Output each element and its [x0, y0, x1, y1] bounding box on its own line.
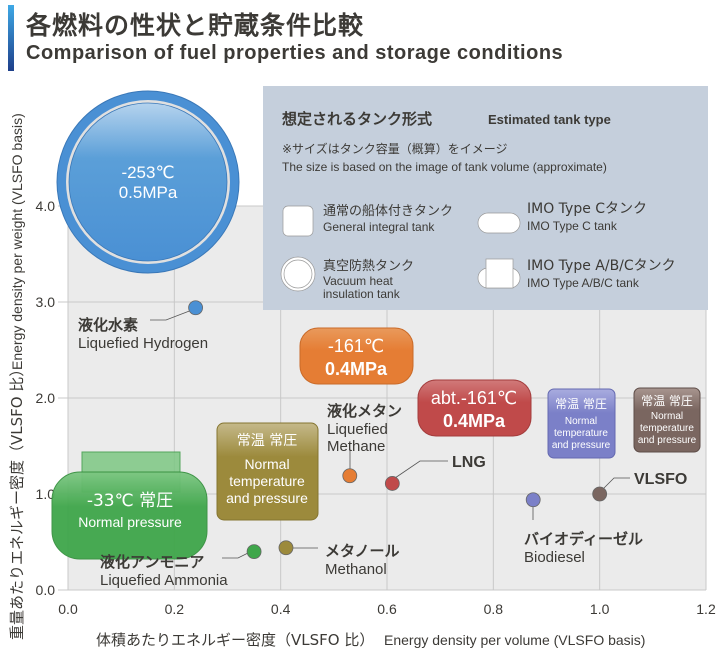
data-point-biodiesel — [525, 492, 541, 508]
tank-label: -33℃ 常圧 — [87, 491, 173, 511]
tank-label: 0.4MPa — [443, 411, 506, 431]
point-label-jp: 液化アンモニア — [100, 553, 204, 571]
tank-label: and pressure — [226, 490, 308, 506]
tank-lng: abt.-161℃ 0.4MPa — [417, 379, 532, 437]
x-tick-label: 0.2 — [165, 601, 185, 617]
point-labels: 液化水素 Liquefied Hydrogen 液化アンモニア Liquefie… — [78, 316, 687, 589]
tank-methane: -161℃ 0.4MPa — [299, 327, 414, 385]
x-tick-label: 0.0 — [58, 601, 78, 617]
point-label-en: Liquefied Ammonia — [100, 572, 228, 589]
tank-label: and pressure — [552, 440, 611, 451]
tank-label: 常温 常圧 — [641, 394, 693, 408]
legend-title-jp: 想定されるタンク形式 — [281, 110, 432, 128]
tank-label: abt.-161℃ — [431, 388, 517, 408]
x-tick-label: 1.0 — [590, 601, 610, 617]
tank-label: -161℃ — [328, 336, 384, 356]
tank-label: Normal — [565, 416, 597, 427]
tank-label: and pressure — [638, 435, 697, 446]
point-label-jp: バイオディーゼル — [524, 530, 643, 548]
point-label-en: Liquefied — [327, 421, 388, 438]
tank-ammonia: -33℃ 常圧 Normal pressure — [51, 451, 208, 560]
y-tick-label: 0.0 — [36, 582, 56, 598]
x-tick-label: 0.6 — [377, 601, 397, 617]
y-tick-label: 1.0 — [36, 486, 56, 502]
data-point-hydrogen — [188, 300, 204, 316]
tank-label: Normal — [651, 411, 683, 422]
point-label-en: Biodiesel — [524, 549, 585, 566]
legend-note-jp: ※サイズはタンク容量（概算）をイメージ — [282, 141, 507, 156]
legend-item-label-en: Vacuum heat — [323, 274, 393, 288]
imo-type-c-tank-icon — [477, 212, 521, 234]
data-point-ammonia — [246, 544, 262, 559]
tank-label: 常温 常圧 — [237, 433, 297, 449]
tank-hydrogen: -253℃ 0.5MPa — [56, 90, 240, 274]
tank-label: temperature — [640, 423, 694, 434]
legend-item-label-jp: IMO Type Cタンク — [527, 201, 647, 217]
point-label-en: Liquefied Hydrogen — [78, 335, 208, 352]
tank-vlsfo: 常温 常圧 Normal temperature and pressure — [633, 387, 701, 453]
imo-type-abc-tank-icon — [477, 258, 521, 289]
title-accent-bar — [8, 5, 14, 71]
leader-lines — [150, 309, 630, 559]
point-label-en: Methane — [327, 438, 385, 455]
point-label-en: Methanol — [325, 561, 387, 578]
point-label-jp: LNG — [452, 454, 486, 471]
tank-label: 0.4MPa — [325, 359, 388, 379]
legend-item-label-en: IMO Type A/B/C tank — [527, 276, 640, 290]
point-label-jp: 液化水素 — [78, 316, 138, 334]
y-axis-label-en: Energy density per weight (VLSFO basis) — [9, 113, 25, 370]
tank-methanol: 常温 常圧 Normal temperature and pressure — [216, 422, 319, 521]
legend-item-label-jp: IMO Type A/B/Cタンク — [527, 258, 676, 274]
x-ticks: 0.0 0.2 0.4 0.6 0.8 1.0 1.2 — [58, 601, 716, 617]
tank-label: 0.5MPa — [119, 183, 178, 202]
legend-title-en: Estimated tank type — [488, 112, 611, 127]
y-tick-label: 3.0 — [36, 294, 56, 310]
legend: 想定されるタンク形式 Estimated tank type ※サイズはタンク容… — [263, 86, 708, 310]
tank-label: Normal pressure — [78, 514, 182, 530]
tank-label: 常温 常圧 — [555, 397, 607, 411]
y-ticks: 0.0 1.0 2.0 3.0 4.0 — [36, 198, 56, 598]
data-point-lng — [384, 476, 400, 491]
y-tick-label: 4.0 — [36, 198, 56, 214]
data-point-vlsfo — [592, 486, 608, 502]
x-tick-label: 0.8 — [484, 601, 504, 617]
x-tick-label: 1.2 — [696, 601, 716, 617]
legend-item-label-en: insulation tank — [323, 287, 401, 301]
tank-label: temperature — [554, 428, 608, 439]
legend-item-label-en: General integral tank — [323, 220, 435, 234]
legend-item-label-jp: 通常の船体付きタンク — [323, 204, 453, 219]
y-tick-label: 2.0 — [36, 390, 56, 406]
point-label-jp: 液化メタン — [327, 402, 402, 420]
data-point-methane — [342, 468, 358, 484]
page-title: 各燃料の性状と貯蔵条件比較 — [26, 11, 365, 40]
x-tick-label: 0.4 — [271, 601, 291, 617]
page-subtitle: Comparison of fuel properties and storag… — [26, 42, 564, 64]
legend-item-label-jp: 真空防熱タンク — [323, 258, 414, 274]
general-integral-tank-icon — [282, 205, 314, 237]
tank-label: temperature — [229, 473, 305, 489]
data-points — [188, 300, 608, 559]
vacuum-heat-insulation-tank-icon — [280, 256, 316, 292]
legend-item-label-en: IMO Type C tank — [527, 219, 618, 233]
x-axis-label-en: Energy density per volume (VLSFO basis) — [384, 632, 645, 648]
tank-label: -253℃ — [121, 163, 174, 182]
point-label-jp: メタノール — [325, 542, 400, 560]
legend-note-en: The size is based on the image of tank v… — [282, 160, 607, 174]
tank-biodiesel: 常温 常圧 Normal temperature and pressure — [547, 388, 616, 459]
tank-label: Normal — [244, 456, 289, 472]
y-axis-label-jp: 重量あたりエネルギー密度（VLSFO 比） — [8, 362, 26, 640]
data-point-methanol — [278, 540, 294, 556]
point-label-jp: VLSFO — [634, 471, 687, 488]
x-axis-label-jp: 体積あたりエネルギー密度（VLSFO 比） — [96, 631, 374, 649]
